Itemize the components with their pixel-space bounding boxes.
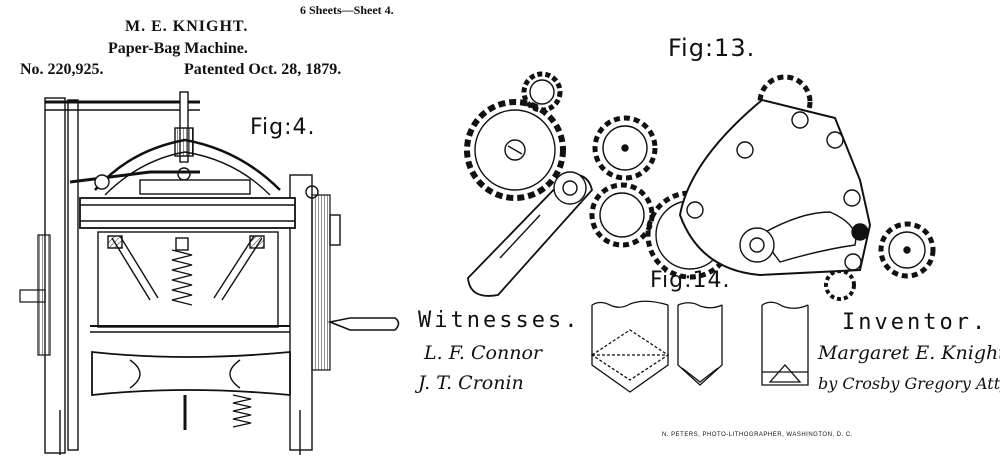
witness-signature-2: J. T. Cronin [418,372,524,394]
large-gear-left [464,99,566,201]
invention-title: Paper-Bag Machine. [108,40,248,57]
vertical-rod [179,91,189,163]
attorney-signature: by Crosby Gregory Attys [818,374,1000,393]
figure-13-label: Fig:13. [668,34,756,62]
inventor-name-header: M. E. KNIGHT. [125,18,249,35]
witness-signature-1: L. F. Connor [424,342,542,364]
patent-date: Patented Oct. 28, 1879. [184,61,342,78]
gear-small-bottom [824,269,856,301]
slotted-arm [467,171,593,297]
figure-14-drawing [590,300,809,393]
gear-y [592,115,658,181]
small-gear-top [521,71,563,113]
gear-i [878,221,936,279]
bag-fold-2 [677,302,723,386]
inventor-signature: Margaret E. Knight, [818,342,1000,364]
inventor-label: Inventor. [842,310,989,335]
patent-number: No. 220,925. [20,61,104,78]
center-spring [171,249,193,306]
figure-14-label: Fig:14. [650,268,731,293]
figure-4-drawing [19,91,400,455]
witnesses-label: Witnesses. [418,308,581,333]
bag-fold-3 [761,301,809,386]
printer-credit: N. PETERS, PHOTO-LITHOGRAPHER, WASHINGTO… [662,432,853,438]
lower-beam [91,350,291,397]
top-roller [79,197,296,229]
bag-fold-1 [590,300,670,393]
figure-13-drawing [464,71,936,301]
gear-52 [589,182,655,248]
sheet-count: 6 Sheets—Sheet 4. [300,3,394,17]
right-gear-stack [305,185,341,371]
cam-plate [678,98,872,277]
figure-4-label: Fig:4. [250,115,316,140]
crank-handle [327,317,400,331]
gear-top-right [757,74,813,130]
